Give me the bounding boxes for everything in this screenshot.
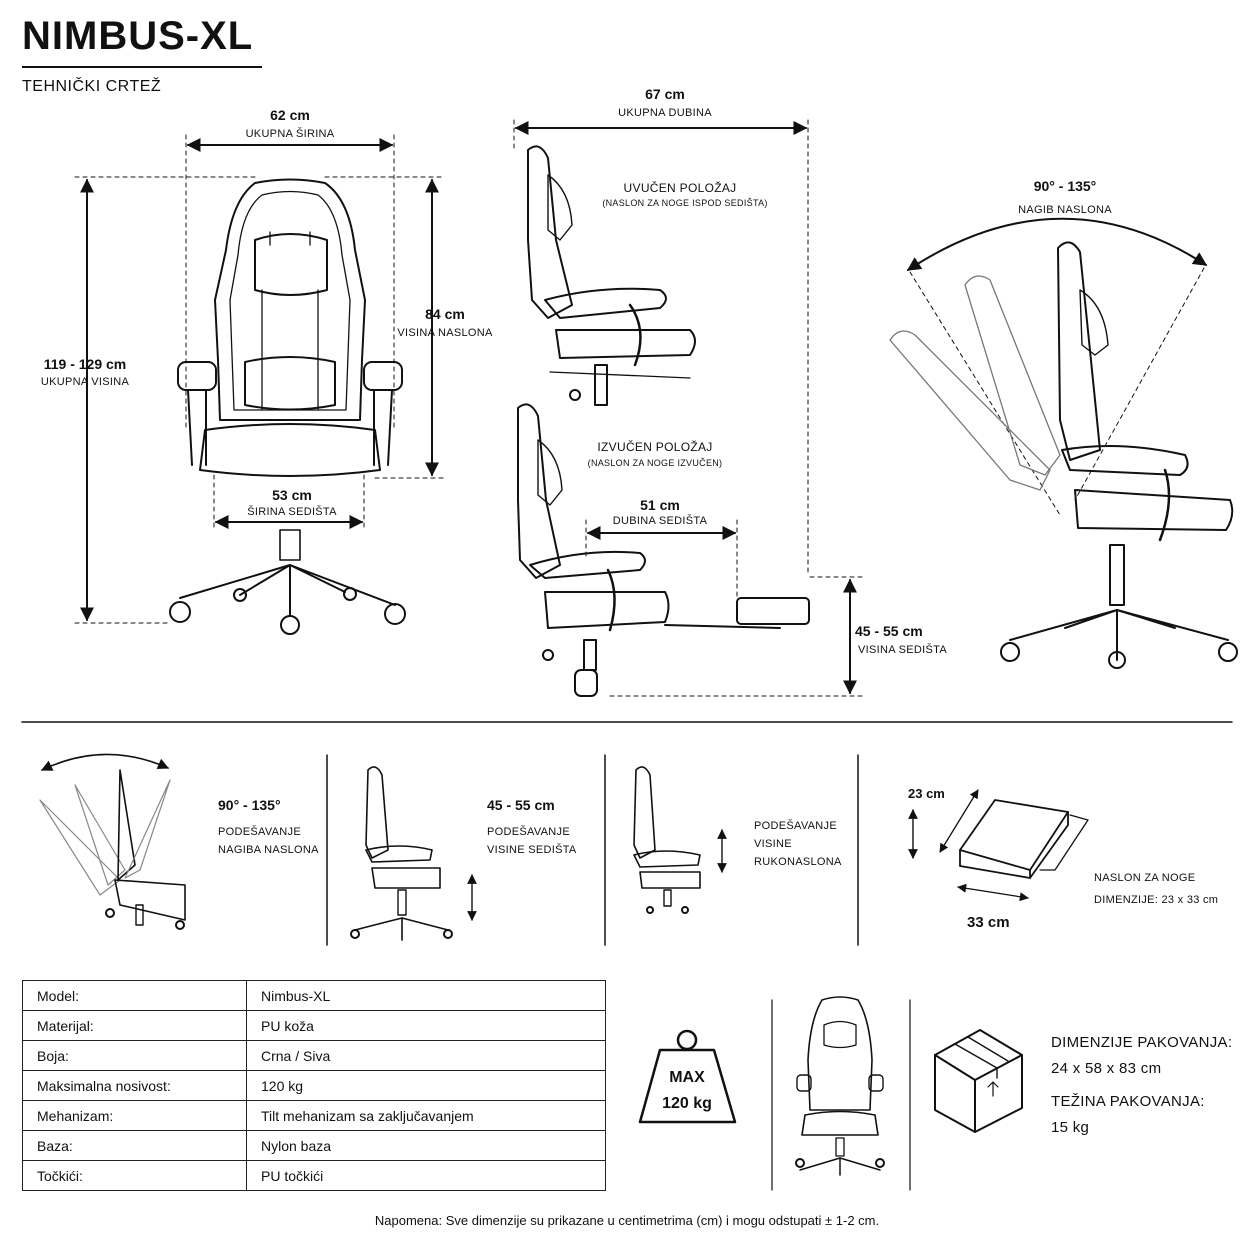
- table-row: Baza:Nylon baza: [22, 1130, 606, 1161]
- spec-value: Nylon baza: [246, 1130, 606, 1161]
- table-row: Boja:Crna / Siva: [22, 1040, 606, 1071]
- extended-title: IZVUČEN POLOŽAJ: [597, 440, 713, 454]
- extended-note: (NASLON ZA NOGE IZVUČEN): [587, 458, 723, 468]
- spec-key: Baza:: [22, 1130, 247, 1161]
- overall-height-value: 119 - 129 cm: [43, 356, 127, 372]
- recline-angle-value: 90° - 135°: [1033, 178, 1097, 194]
- overall-depth-value: 67 cm: [645, 86, 685, 102]
- footrest-width-value: 33 cm: [967, 914, 1010, 931]
- package-dims-label: DIMENZIJE PAKOVANJA:: [1051, 1034, 1233, 1051]
- spec-key: Maksimalna nosivost:: [22, 1070, 247, 1101]
- feature-seat-height-label-1: PODEŠAVANJE: [487, 826, 570, 838]
- footrest-dimensions: DIMENZIJE: 23 x 33 cm: [1094, 894, 1219, 906]
- chair-side-drawing: [513, 119, 863, 697]
- table-row: Točkići:PU točkići: [22, 1160, 606, 1191]
- title-underline: [22, 66, 262, 68]
- package-weight-value: 15 kg: [1051, 1119, 1090, 1136]
- seat-height-label: VISINA SEDIŠTA: [858, 644, 947, 656]
- feature-armrest-label-1: PODEŠAVANJE: [754, 820, 837, 832]
- recline-mini-drawing: [39, 753, 186, 930]
- spec-key: Materijal:: [22, 1010, 247, 1041]
- table-row: Model:Nimbus-XL: [22, 980, 606, 1011]
- spec-value: Crna / Siva: [246, 1040, 606, 1071]
- retracted-title: UVUČEN POLOŽAJ: [623, 181, 737, 195]
- armrest-mini-drawing: [633, 766, 727, 914]
- recline-angle-label: NAGIB NASLONA: [1018, 204, 1112, 216]
- footrest-title: NASLON ZA NOGE: [1094, 872, 1196, 884]
- page-subtitle: TEHNIČKI CRTEŽ: [22, 78, 162, 95]
- spec-value: Nimbus-XL: [246, 980, 606, 1011]
- overall-width-label: UKUPNA ŠIRINA: [245, 128, 335, 140]
- back-height-label: VISINA NASLONA: [397, 327, 493, 339]
- weight-badge-line-1: MAX: [669, 1069, 705, 1086]
- table-row: Maksimalna nosivost:120 kg: [22, 1070, 606, 1101]
- feature-armrest-label-3: RUKONASLONA: [754, 856, 842, 868]
- feature-seat-height-value: 45 - 55 cm: [487, 797, 555, 813]
- retracted-note: (NASLON ZA NOGE ISPOD SEDIŠTA): [602, 198, 768, 208]
- table-row: Materijal:PU koža: [22, 1010, 606, 1041]
- spec-value: PU koža: [246, 1010, 606, 1041]
- table-row: Mehanizam:Tilt mehanizam sa zaključavanj…: [22, 1100, 606, 1131]
- spec-value: PU točkići: [246, 1160, 606, 1191]
- seat-width-value: 53 cm: [272, 487, 312, 503]
- seat-height-value: 45 - 55 cm: [855, 623, 923, 639]
- weight-badge-line-2: 120 kg: [662, 1095, 712, 1112]
- seat-width-label: ŠIRINA SEDIŠTA: [247, 506, 337, 518]
- spec-table: Model:Nimbus-XL Materijal:PU koža Boja:C…: [22, 980, 606, 1191]
- overall-depth-label: UKUPNA DUBINA: [618, 107, 712, 119]
- chair-recline-drawing: [889, 217, 1238, 669]
- spec-key: Model:: [22, 980, 247, 1011]
- footrest-drawing: [908, 789, 1089, 902]
- feature-recline-value: 90° - 135°: [218, 797, 281, 813]
- seat-depth-value: 51 cm: [640, 497, 680, 513]
- chair-front-small-drawing: [795, 996, 885, 1176]
- spec-key: Boja:: [22, 1040, 247, 1071]
- feature-recline-label-1: PODEŠAVANJE: [218, 826, 301, 838]
- feature-seat-height-label-2: VISINE SEDIŠTA: [487, 844, 577, 856]
- feature-armrest-label-2: VISINE: [754, 838, 792, 850]
- footrest-height-value: 23 cm: [908, 786, 945, 801]
- back-height-value: 84 cm: [425, 306, 465, 322]
- spec-key: Mehanizam:: [22, 1100, 247, 1131]
- footnote: Napomena: Sve dimenzije su prikazane u c…: [374, 1213, 880, 1228]
- chair-front-drawing: [74, 134, 446, 635]
- spec-value: 120 kg: [246, 1070, 606, 1101]
- package-dims-value: 24 x 58 x 83 cm: [1051, 1060, 1162, 1077]
- overall-height-label: UKUPNA VISINA: [40, 376, 130, 388]
- page-title: NIMBUS-XL: [22, 14, 254, 58]
- seat-depth-label: DUBINA SEDIŠTA: [612, 515, 708, 527]
- spec-value: Tilt mehanizam sa zaključavanjem: [246, 1100, 606, 1131]
- feature-recline-label-2: NAGIBA NASLONA: [218, 844, 319, 856]
- weight-icon: [638, 1029, 737, 1124]
- package-weight-label: TEŽINA PAKOVANJA:: [1051, 1093, 1205, 1110]
- overall-width-value: 62 cm: [270, 107, 310, 123]
- spec-key: Točkići:: [22, 1160, 247, 1191]
- box-icon: [934, 1029, 1023, 1133]
- seat-height-mini-drawing: [350, 766, 477, 941]
